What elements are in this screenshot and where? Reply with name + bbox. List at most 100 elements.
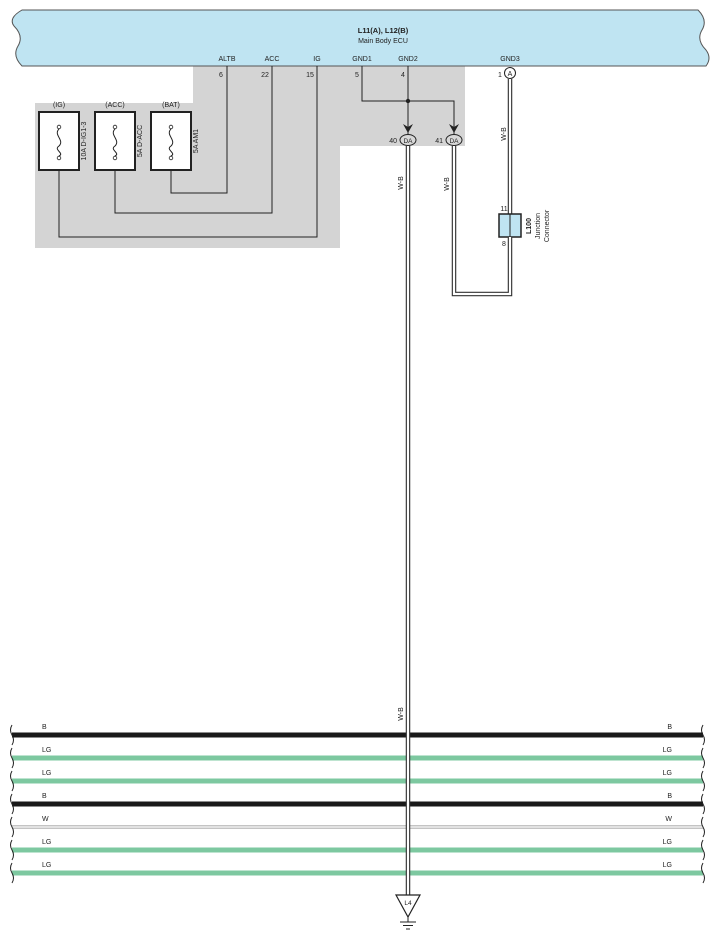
- wire-break-mark: [701, 862, 705, 884]
- pin-name-gnd2: GND2: [398, 56, 418, 63]
- fuse-ig-top-terminal: [56, 124, 62, 130]
- wire-break-mark: [10, 724, 14, 746]
- bus-wire-label-left: B: [42, 724, 47, 731]
- ground-point-label: L4: [404, 900, 412, 907]
- bus-wire-label-right: LG: [663, 862, 672, 869]
- splice-arrow-41: [449, 124, 459, 133]
- fuse-label-acc: 5A D-ACC: [137, 125, 144, 157]
- bus-wire-7: LG LG: [10, 862, 705, 884]
- fuse-bat-bottom-terminal: [168, 155, 174, 161]
- pin-num-altb: 6: [219, 72, 223, 79]
- pin-num-gnd3: 1: [498, 72, 502, 79]
- gnd3-connector-circle: [504, 67, 516, 79]
- bus-wire-label-left: LG: [42, 770, 51, 777]
- splice-arrow-40: [403, 124, 413, 133]
- bus-wire-label-right: W: [665, 816, 672, 823]
- gnd3-connector-letter: A: [508, 71, 513, 78]
- gnd3-wire-label: W-B: [501, 127, 508, 141]
- fuse-header-bat: (BAT): [162, 102, 180, 109]
- splice-41: [445, 134, 463, 146]
- wire-break-mark: [10, 747, 14, 769]
- wire-acc: [114, 66, 273, 214]
- fuse-acc-box: [94, 111, 136, 171]
- bus-wire-6: LG LG: [10, 839, 705, 861]
- ecu-title: L11(A), L12(B): [358, 26, 409, 35]
- bus-wire-label-right: LG: [663, 747, 672, 754]
- pin-num-ig: 15: [306, 72, 314, 79]
- bus-wire-label-right: B: [667, 793, 672, 800]
- fuse-acc-element: [112, 128, 118, 157]
- pin-num-gnd1: 5: [355, 72, 359, 79]
- pin-name-ig: IG: [313, 56, 320, 63]
- wire-break-mark: [10, 839, 14, 861]
- fuse-bat-box: [150, 111, 192, 171]
- wire-break-mark: [701, 793, 705, 815]
- wire-altb: [170, 66, 228, 194]
- gnd-main-wire-label-bottom: W-B: [398, 707, 405, 721]
- fuse-acc-top-terminal: [112, 124, 118, 130]
- wire-ig: [58, 66, 318, 238]
- ground-triangle: [394, 894, 422, 919]
- fuse-header-ig: (IG): [53, 102, 65, 109]
- splice-code-40: DA: [403, 138, 413, 145]
- pin-name-gnd3: GND3: [500, 56, 520, 63]
- bus-wire-3: LG LG: [10, 770, 705, 792]
- splice-junction-dot: [405, 98, 411, 104]
- ground-icon: [400, 917, 416, 930]
- fuse-ig: [38, 111, 80, 171]
- pin-name-acc: ACC: [265, 56, 280, 63]
- splice-40: [399, 134, 417, 146]
- ecu-banner: [11, 9, 710, 67]
- wire-break-mark: [701, 747, 705, 769]
- bus-wire-label-left: B: [42, 793, 47, 800]
- fuse-bat-element: [168, 128, 174, 157]
- junction-id: L100: [526, 218, 533, 234]
- wire-gnd2-branch: [408, 100, 455, 134]
- wire-break-mark: [701, 770, 705, 792]
- ecu-subtitle: Main Body ECU: [358, 38, 408, 45]
- gnd-second-wire-label: W-B: [444, 177, 451, 191]
- pin-num-acc: 22: [261, 72, 269, 79]
- fuse-acc-bottom-terminal: [112, 155, 118, 161]
- fuse-wiring: [58, 66, 455, 238]
- fuse-ig-element: [56, 128, 62, 157]
- bus-wire-label-left: W: [42, 816, 49, 823]
- junction-name-line2: Connector: [544, 209, 551, 242]
- gnd-main-wire-label-top: W-B: [398, 176, 405, 190]
- pin-name-gnd1: GND1: [352, 56, 372, 63]
- fuse-label-ig: 10A D-IG1-3: [81, 121, 88, 160]
- fuse-bat-top-terminal: [168, 124, 174, 130]
- wire-break-mark: [701, 816, 705, 838]
- bus-wire-label-right: LG: [663, 770, 672, 777]
- fuse-ig-box: [38, 111, 80, 171]
- splice-pin-41: 41: [435, 138, 443, 145]
- pin-num-gnd2: 4: [401, 72, 405, 79]
- junction-name-line1: Junction: [535, 213, 542, 239]
- wire-break-mark: [10, 862, 14, 884]
- wire-break-mark: [10, 816, 14, 838]
- gnd-second-wire: [451, 146, 513, 297]
- wire-break-mark: [10, 770, 14, 792]
- wire-break-mark: [701, 724, 705, 746]
- fuse-ig-bottom-terminal: [56, 155, 62, 161]
- bus-wire-label-left: LG: [42, 839, 51, 846]
- wire-break-mark: [10, 793, 14, 815]
- fuse-acc: [94, 111, 136, 171]
- junction-pin-bottom: 8: [502, 241, 506, 248]
- wire-gnd1: [361, 66, 408, 102]
- bus-wire-label-right: B: [667, 724, 672, 731]
- splice-pin-40: 40: [389, 138, 397, 145]
- bus-wire-label-left: LG: [42, 862, 51, 869]
- splice-code-41: DA: [449, 138, 459, 145]
- fuse-header-acc: (ACC): [105, 102, 124, 109]
- wire-break-mark: [701, 839, 705, 861]
- junction-pin-top: 11: [500, 206, 507, 213]
- bus-wire-label-right: LG: [663, 839, 672, 846]
- fuse-label-bat: 5A AM1: [193, 129, 200, 153]
- pin-name-altb: ALTB: [219, 56, 236, 63]
